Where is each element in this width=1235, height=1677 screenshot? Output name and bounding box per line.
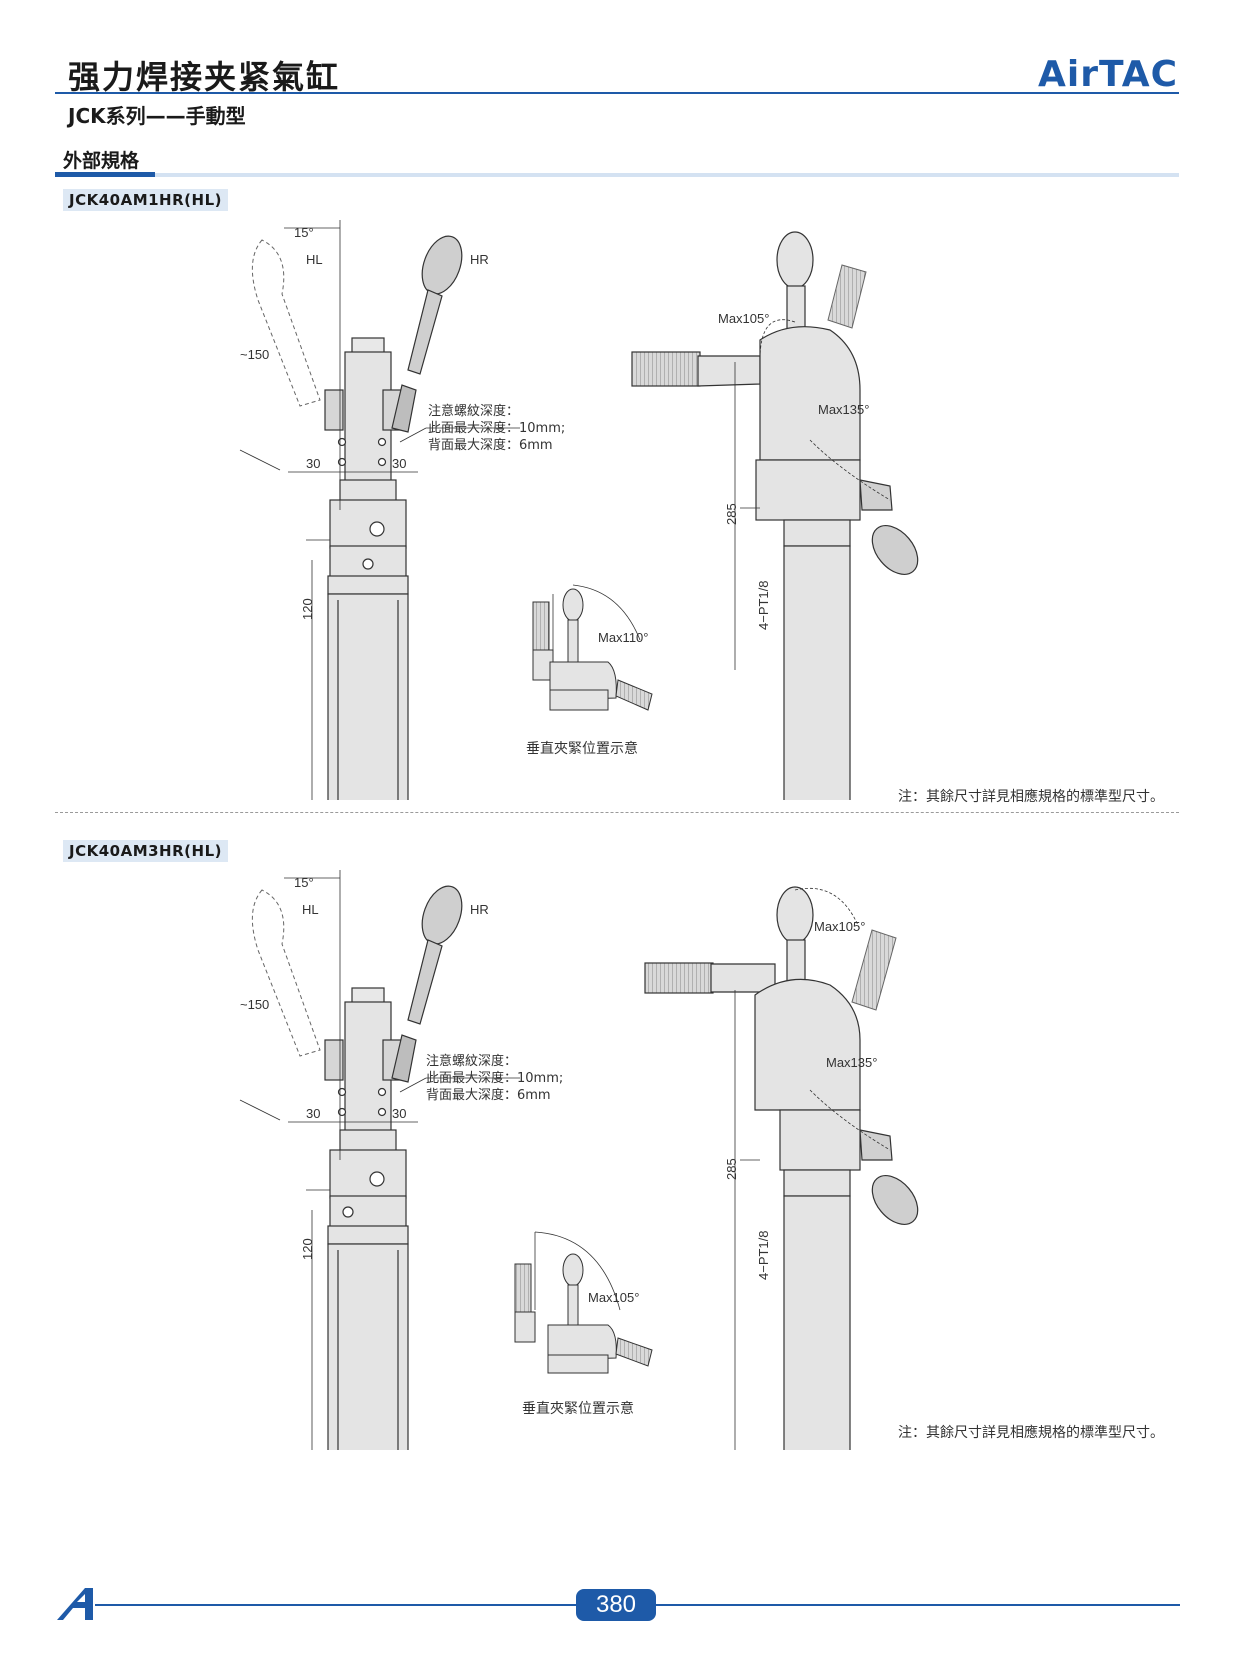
vertical-clamp-1 — [532, 588, 653, 711]
dims-side-1 — [734, 319, 891, 670]
note-line-2-1: 此面最大深度：10mm; — [428, 420, 565, 436]
drawing-2: 15° HL HR ~150 30 30 120 注意螺紋深度： 此面最大深度：… — [239, 870, 919, 1450]
side-view-2 — [644, 886, 919, 1450]
note-line-3-1: 背面最大深度：6mm — [428, 437, 553, 453]
model-tag-2: JCK40AM3HR(HL) — [63, 840, 228, 862]
hr-handle-2 — [391, 885, 463, 1083]
model-tag-1: JCK40AM1HR(HL) — [63, 189, 228, 211]
footer-logo-icon — [57, 1588, 93, 1620]
section-bar-light — [155, 173, 1179, 177]
label-hr-1: HR — [470, 252, 489, 267]
dim-max-side-2: Max135° — [826, 1055, 877, 1070]
dim-port-1: 4−PT1/8 — [756, 580, 771, 630]
dim-15deg-2: 15° — [294, 875, 314, 890]
dim-30-left-2: 30 — [306, 1106, 320, 1121]
page-number: 380 — [576, 1589, 656, 1621]
dim-285-2: 285 — [724, 1158, 739, 1180]
label-hl-2: HL — [302, 902, 319, 917]
vertical-clamp-dims-1 — [552, 584, 641, 650]
side-view-1 — [631, 231, 919, 800]
header-rule — [55, 92, 1179, 94]
dim-15deg-1: 15° — [294, 225, 314, 240]
airtac-logo: AirTAC — [1038, 54, 1178, 92]
note-line-1-1: 注意螺紋深度： — [428, 403, 519, 419]
dims-front-2 — [239, 870, 520, 1450]
dim-max-vertical-2: Max105° — [588, 1290, 639, 1305]
dim-285-1: 285 — [724, 503, 739, 525]
note-line-2-2: 此面最大深度：10mm; — [426, 1070, 563, 1086]
caption-2: 垂直夾緊位置示意 — [522, 1401, 634, 1417]
front-view-2 — [324, 987, 409, 1450]
note-line-1-2: 注意螺紋深度： — [426, 1053, 517, 1069]
caption-1: 垂直夾緊位置示意 — [526, 741, 638, 757]
dim-max-top-2: Max105° — [814, 919, 865, 934]
dim-120-2: 120 — [300, 1238, 315, 1260]
dim-30-right-1: 30 — [392, 456, 406, 471]
hl-handle-ghost-1 — [251, 239, 321, 407]
dims-side-2 — [734, 888, 891, 1450]
dim-max-vertical-1: Max110° — [598, 630, 648, 645]
vertical-clamp-dims-2 — [534, 1231, 621, 1311]
section-label: 外部規格 — [63, 150, 140, 172]
dim-30-right-2: 30 — [392, 1106, 406, 1121]
section-bar — [55, 172, 155, 177]
side-ghost-handle-2 — [851, 929, 897, 1011]
hr-handle-1 — [391, 235, 463, 433]
section-divider — [55, 812, 1179, 813]
page-subtitle: JCK系列——手動型 — [68, 104, 246, 128]
bottom-note-2: 注：其餘尺寸詳見相應規格的標準型尺寸。 — [898, 1425, 1164, 1441]
drawing-1: 15° HL HR ~150 30 30 120 注意螺紋深度： 此面最大深度：… — [239, 220, 919, 800]
dim-120-1: 120 — [300, 598, 315, 620]
dim-30-left-1: 30 — [306, 456, 320, 471]
label-hr-2: HR — [470, 902, 489, 917]
vertical-clamp-2 — [514, 1253, 653, 1374]
dim-max-side-1: Max135° — [818, 402, 869, 417]
side-ghost-handle-1 — [827, 264, 867, 329]
dims-front-1 — [239, 220, 520, 800]
front-view-1 — [324, 337, 409, 800]
dim-150-1: ~150 — [240, 347, 269, 362]
dim-max-top-1: Max105° — [718, 311, 769, 326]
page-title: 强力焊接夹紧氣缸 — [68, 58, 341, 96]
bottom-note-1: 注：其餘尺寸詳見相應規格的標準型尺寸。 — [898, 789, 1164, 805]
label-hl-1: HL — [306, 252, 323, 267]
dim-port-2: 4−PT1/8 — [756, 1230, 771, 1280]
note-line-3-2: 背面最大深度：6mm — [426, 1087, 551, 1103]
hl-handle-ghost-2 — [251, 889, 321, 1057]
airtac-logo-text: AirTAC — [1038, 54, 1178, 92]
dim-150-2: ~150 — [240, 997, 269, 1012]
